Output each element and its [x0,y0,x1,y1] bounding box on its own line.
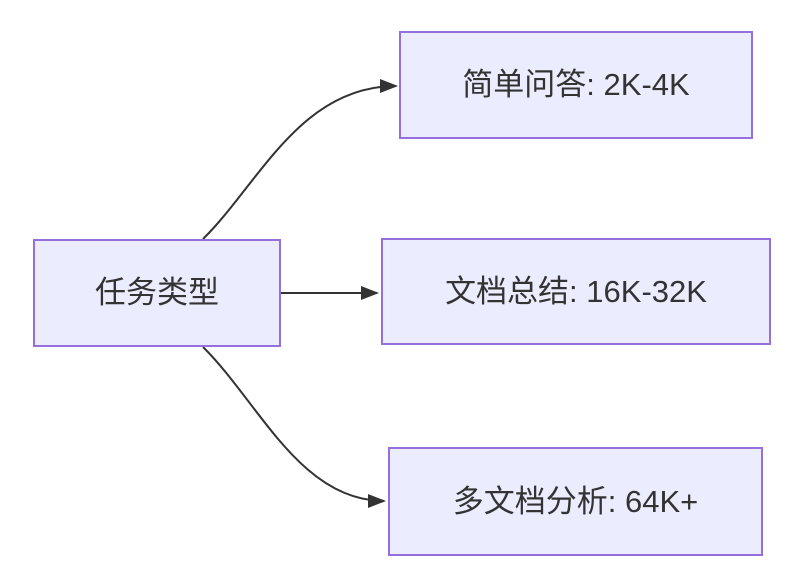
node-task-type-label: 任务类型 [95,275,219,311]
node-simple-qa-label: 简单问答: 2K-4K [462,67,690,103]
edge-root-to-multidoc-analysis [202,346,386,508]
node-simple-qa: 简单问答: 2K-4K [399,31,753,139]
node-task-type: 任务类型 [33,239,281,347]
node-doc-summary-label: 文档总结: 16K-32K [445,273,707,309]
node-multidoc-analysis: 多文档分析: 64K+ [388,447,763,556]
edge-root-to-simple-qa [202,79,398,240]
node-multidoc-analysis-label: 多文档分析: 64K+ [452,483,699,519]
node-doc-summary: 文档总结: 16K-32K [381,238,771,345]
